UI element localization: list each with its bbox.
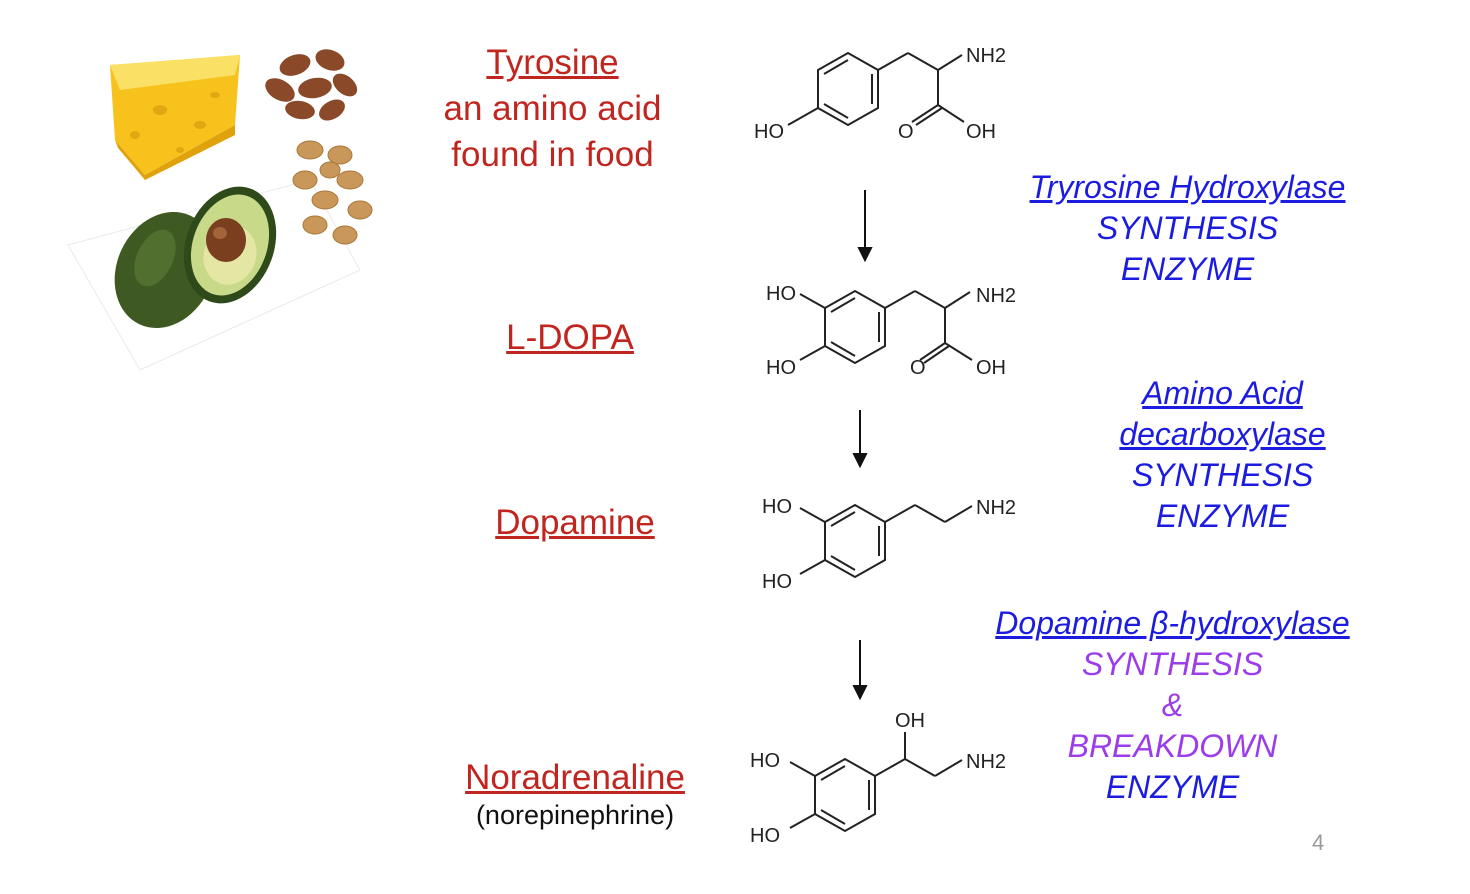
tyrosine-ho: HO [754,121,784,143]
noradrenaline-name: Noradrenaline [465,758,685,797]
ldopa-nh2: NH2 [976,285,1016,307]
noradrenaline-ho-bottom: HO [750,825,780,847]
dbh-line4: BREAKDOWN [1067,728,1278,764]
arrowhead-3 [852,685,868,701]
dopamine-ho-bottom: HO [762,571,792,593]
ldopa-structure [799,289,973,365]
ldopa-name: L-DOPA [506,318,634,357]
aa-decarboxylase-line4: ENZYME [1155,498,1290,534]
aa-decarboxylase-name-line2: decarboxylase [1119,416,1326,452]
noradrenaline-nh2: NH2 [966,751,1006,773]
cheese-icon [110,55,240,180]
tyrosine-description-line1: an amino acid [443,89,662,128]
tyrosine-oh: OH [966,121,996,143]
noradrenaline-ho-top: HO [750,750,780,772]
ldopa-oh: OH [976,357,1006,379]
tyrosine-name: Tyrosine [486,43,619,82]
noradrenaline-oh: OH [895,710,925,732]
arrows [852,190,873,701]
ldopa-ho-bottom: HO [766,357,796,379]
tyrosine-description-line2: found in food [451,135,654,174]
dopamine-structure [799,503,973,579]
food-illustration [67,49,373,371]
tyrosine-o: O [898,121,914,143]
page-number: 4 [1312,830,1325,855]
peanuts-icon [292,140,373,245]
dbh-line5: ENZYME [1105,769,1240,805]
noradrenaline-structure [789,732,963,833]
almonds-icon [265,49,358,121]
aa-decarboxylase-block: Amino Acid decarboxylase SYNTHESIS ENZYM… [1075,373,1370,537]
arrowhead-1 [857,247,873,263]
dopamine-name: Dopamine [495,503,655,542]
tyrosine-hydroxylase-line2: SYNTHESIS [1096,210,1279,246]
noradrenaline-alt-name: (norepinephrine) [475,800,675,830]
tyrosine-structure [787,51,965,127]
ldopa-o: O [910,357,926,379]
dbh-line2: SYNTHESIS [1081,646,1264,682]
dbh-block: Dopamine β-hydroxylase SYNTHESIS & BREAK… [975,603,1370,808]
aa-decarboxylase-name-line1: Amino Acid [1142,375,1303,411]
tyrosine-hydroxylase-name: Tryrosine Hydroxylase [1029,169,1346,205]
arrowhead-2 [852,453,868,469]
aa-decarboxylase-line3: SYNTHESIS [1131,457,1314,493]
ldopa-ho-top: HO [766,283,796,305]
avocado-half-icon [183,186,277,304]
tyrosine-hydroxylase-line3: ENZYME [1120,251,1255,287]
dbh-line3: & [1161,687,1184,723]
pathway-structures: NH2 HO O OH HO NH2 HO O OH HO NH2 HO OH … [750,45,1016,847]
tyrosine-hydroxylase-block: Tryrosine Hydroxylase SYNTHESIS ENZYME [1005,167,1370,290]
dopamine-nh2: NH2 [976,497,1016,519]
tyrosine-label-block: Tyrosine an amino acid found in food [420,40,685,178]
dbh-name: Dopamine β-hydroxylase [995,605,1350,641]
noradrenaline-label-block: Noradrenaline (norepinephrine) [435,758,715,831]
dopamine-ho-top: HO [762,496,792,518]
tyrosine-nh2: NH2 [966,45,1006,67]
